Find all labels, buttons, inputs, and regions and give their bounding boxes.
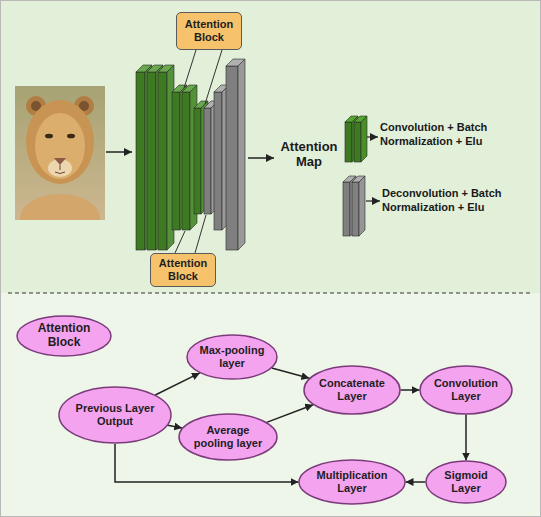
node-text-group: Attention Block [154, 257, 212, 282]
node-text-group: Attention Block [180, 18, 238, 43]
lion-photo [15, 86, 105, 220]
ellipse-shape [420, 366, 512, 414]
attention-link [195, 215, 206, 253]
slab-side [359, 176, 365, 236]
node-text-group: Attention Block [28, 322, 99, 350]
lion-nose [54, 158, 66, 165]
connector-arrow [465, 415, 467, 461]
layer-ellipse: Concatenate Layer [303, 365, 401, 415]
node-text: Sigmoid Layer [436, 469, 497, 494]
ellipse-shape [187, 335, 277, 379]
legend-text: Convolution + Batch Normalization + Elu [380, 120, 538, 149]
conv-layer [147, 72, 156, 250]
lion-mouth [55, 165, 65, 174]
conv-layer [136, 72, 145, 250]
node-text-group: Convolution Layer [431, 377, 501, 402]
layer-ellipse: Sigmoid Layer [425, 460, 507, 504]
attention-block-box: Attention Block [176, 12, 242, 50]
ellipse-shape [426, 461, 506, 503]
slab-front [343, 182, 350, 236]
lion-chest [20, 194, 100, 220]
node-text: Convolution Layer [431, 377, 501, 402]
node-text: Multiplication Layer [312, 469, 392, 494]
legend-swatch [340, 110, 376, 166]
network-layers [136, 59, 245, 250]
conv-layer [158, 72, 167, 250]
layer-ellipse: Multiplication Layer [298, 459, 406, 505]
output-arrow [248, 157, 274, 159]
node-text: Attention Block [154, 257, 212, 282]
attention-link [175, 231, 185, 253]
node-text: Concatenate Layer [316, 377, 389, 402]
layer-ellipse: Average pooling layer [178, 413, 278, 461]
attention-link [184, 50, 196, 88]
slab-front [345, 122, 352, 162]
ellipse-shape [179, 414, 277, 460]
attention-block-box: Attention Block [150, 253, 216, 287]
node-text-group: Previous Layer Output [73, 402, 157, 427]
layer-ellipse: Previous Layer Output [58, 386, 172, 444]
ellipse-shape [59, 387, 171, 443]
swatch-slab [352, 176, 365, 236]
node-text: Previous Layer Output [73, 402, 157, 427]
lion-eye [45, 134, 53, 139]
node-text-group: Max-pooling layer [198, 344, 266, 369]
lion-face [35, 113, 85, 179]
layer-ellipse: Convolution Layer [419, 365, 513, 415]
deconv-layer [238, 59, 245, 250]
connector-arrow [267, 405, 314, 423]
connector-arrow [155, 373, 200, 395]
conv-layer [182, 92, 190, 230]
node-text-group: Multiplication Layer [312, 469, 392, 494]
ellipse-shape [299, 460, 405, 504]
node-text: Average pooling layer [191, 424, 265, 449]
connector-arrow [168, 425, 182, 428]
conv-layer [172, 92, 180, 230]
lion-head [26, 100, 94, 184]
connector-arrow [272, 368, 310, 378]
node-text-group: Average pooling layer [191, 424, 265, 449]
slab-front [354, 122, 361, 162]
block-title-ellipse: Attention Block [16, 315, 112, 357]
deconv-layer [226, 66, 238, 250]
legend-text: Deconvolution + Batch Normalization + El… [382, 186, 540, 215]
connector-arrow [406, 481, 426, 483]
attention-map-label: Attention Map [276, 140, 342, 170]
slab-side [361, 116, 367, 162]
input-arrow [106, 151, 132, 153]
node-text: Attention Block [28, 322, 99, 350]
lion-eye [67, 134, 75, 139]
conv-layer [194, 108, 201, 214]
node-text: Max-pooling layer [198, 344, 266, 369]
divider-dashed [8, 292, 533, 293]
lion-muzzle [48, 159, 72, 177]
node-text: Attention Block [180, 18, 238, 43]
legend-swatch [338, 170, 374, 242]
top-panel [0, 0, 541, 293]
legend-arrow [366, 136, 378, 137]
connector-arrow [401, 389, 420, 391]
attention-link [205, 50, 222, 104]
deconv-layer [214, 92, 222, 230]
swatch-slab [354, 116, 367, 162]
node-text-group: Concatenate Layer [316, 377, 389, 402]
ellipse-shape [304, 366, 400, 414]
bottom-panel [0, 293, 541, 517]
slab-front [352, 182, 359, 236]
deconv-layer [204, 108, 211, 214]
layer-ellipse: Max-pooling layer [186, 334, 278, 380]
ellipse-shape [17, 316, 111, 356]
legend-arrow [366, 200, 380, 201]
node-text-group: Sigmoid Layer [436, 469, 497, 494]
